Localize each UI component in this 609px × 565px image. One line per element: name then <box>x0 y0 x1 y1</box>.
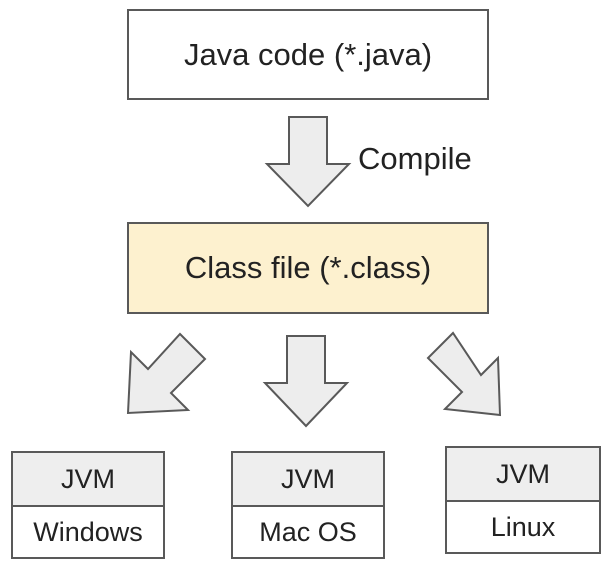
linux-down-right-arrow-icon <box>426 331 502 417</box>
java-source-box: Java code (*.java) <box>127 9 489 100</box>
jvm-header: JVM <box>447 448 599 502</box>
java-source-label: Java code (*.java) <box>183 36 433 72</box>
compile-down-arrow-icon <box>264 116 352 208</box>
platform-linux: JVM Linux <box>445 446 601 554</box>
class-file-label: Class file (*.class) <box>184 250 432 285</box>
platform-windows: JVM Windows <box>11 451 165 559</box>
platform-macos: JVM Mac OS <box>231 451 385 559</box>
os-label-windows: Windows <box>33 516 143 547</box>
os-label-macos: Mac OS <box>259 516 357 547</box>
jvm-header: JVM <box>13 453 163 507</box>
jvm-header: JVM <box>233 453 383 507</box>
os-label-linux: Linux <box>490 511 556 542</box>
macos-down-arrow-icon <box>262 335 350 428</box>
compile-label: Compile <box>358 141 472 176</box>
windows-down-left-arrow-icon <box>126 332 207 415</box>
class-file-box: Class file (*.class) <box>127 222 489 314</box>
